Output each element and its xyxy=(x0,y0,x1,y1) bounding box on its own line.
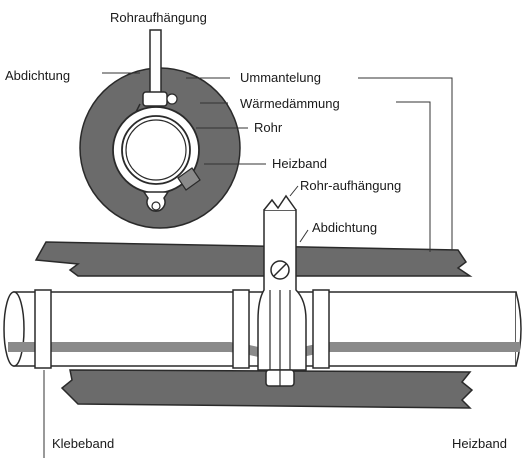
label-abdichtung-top: Abdichtung xyxy=(5,68,70,83)
label-rohr-aufhaengung: Rohr-aufhängung xyxy=(300,178,401,193)
side-view xyxy=(3,194,522,409)
pipe-inner-wall xyxy=(125,119,187,181)
cross-section-view xyxy=(79,29,241,229)
insulation-lower xyxy=(60,369,474,409)
label-rohraufhaengung-top: Rohraufhängung xyxy=(110,10,207,25)
seal-tab-top xyxy=(135,103,141,113)
adhesive-band-mid xyxy=(232,289,250,369)
label-waermedaemmung: Wärmedämmung xyxy=(240,96,340,111)
label-rohr: Rohr xyxy=(254,120,283,135)
label-abdichtung-side: Abdichtung xyxy=(312,220,377,235)
hanger-bolt-slot xyxy=(273,263,287,277)
leader-lines xyxy=(43,72,453,458)
insulation-upper xyxy=(34,241,473,277)
hanger-clamp-side xyxy=(257,209,307,371)
label-heizband-top: Heizband xyxy=(272,156,327,171)
heat-tape-section xyxy=(177,167,201,191)
label-ummantelung: Ummantelung xyxy=(240,70,321,85)
adhesive-band-right xyxy=(312,289,330,369)
label-klebeband: Klebeband xyxy=(52,436,114,451)
pipe-end-right xyxy=(515,291,522,367)
label-heizband-bottom: Heizband xyxy=(452,436,507,451)
pipe-end-left xyxy=(3,291,25,367)
clamp-eye-hole xyxy=(151,201,161,211)
hanger-rod-top xyxy=(149,29,162,103)
hanger-rod-side-break xyxy=(263,194,297,211)
hanger-bolt-top xyxy=(166,93,178,105)
hanger-nut-top xyxy=(142,91,168,107)
labels: Rohraufhängung Abdichtung Ummantelung Wä… xyxy=(5,10,507,451)
adhesive-band-left xyxy=(34,289,52,369)
